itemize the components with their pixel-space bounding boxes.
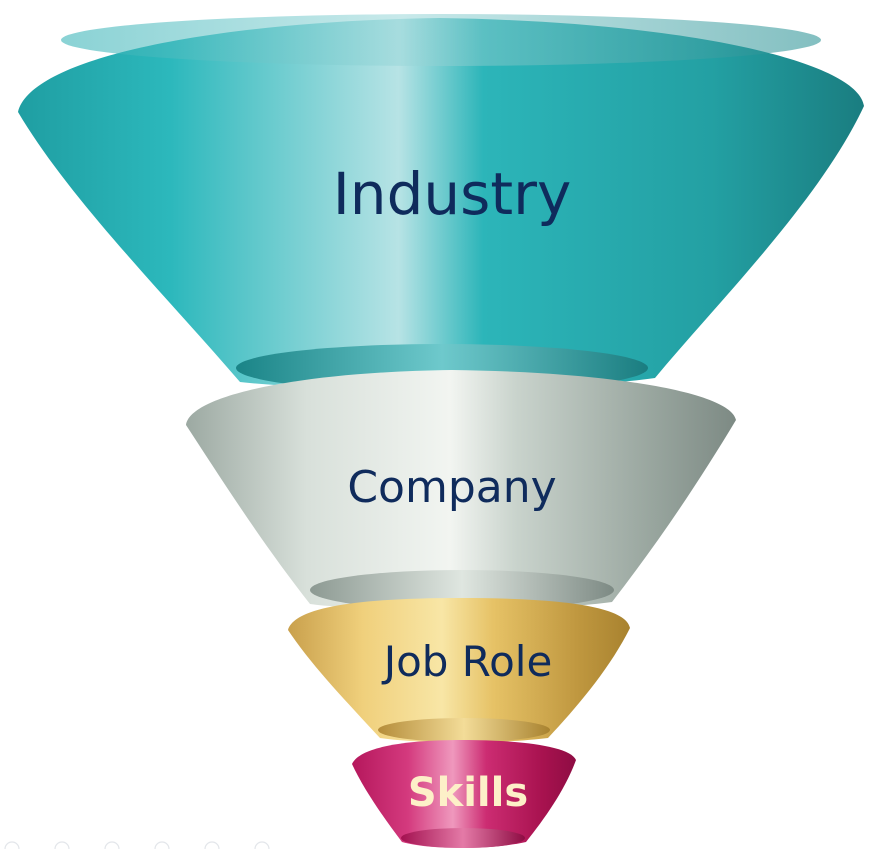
funnel-level-company — [186, 370, 736, 610]
funnel-segment-industry-body — [18, 18, 864, 390]
funnel-segment-job-role-body — [288, 598, 630, 743]
funnel-label-skills: Skills — [408, 770, 528, 816]
funnel-level-job-role — [288, 598, 630, 743]
funnel-level-skills — [352, 740, 576, 848]
funnel-segment-skills-body — [352, 740, 576, 848]
funnel-segment-company-body — [186, 370, 736, 610]
funnel-label-job-role: Job Role — [381, 637, 553, 686]
funnel-label-company: Company — [347, 462, 556, 513]
funnel-label-industry: Industry — [333, 160, 572, 228]
funnel-segment-company-rim — [310, 570, 614, 610]
bottom-decorative-dots — [4, 841, 270, 849]
funnel-segment-industry-top-sheen — [61, 14, 821, 66]
funnel-segment-job-role-rim — [378, 718, 550, 742]
funnel-segment-skills-rim — [401, 828, 525, 848]
